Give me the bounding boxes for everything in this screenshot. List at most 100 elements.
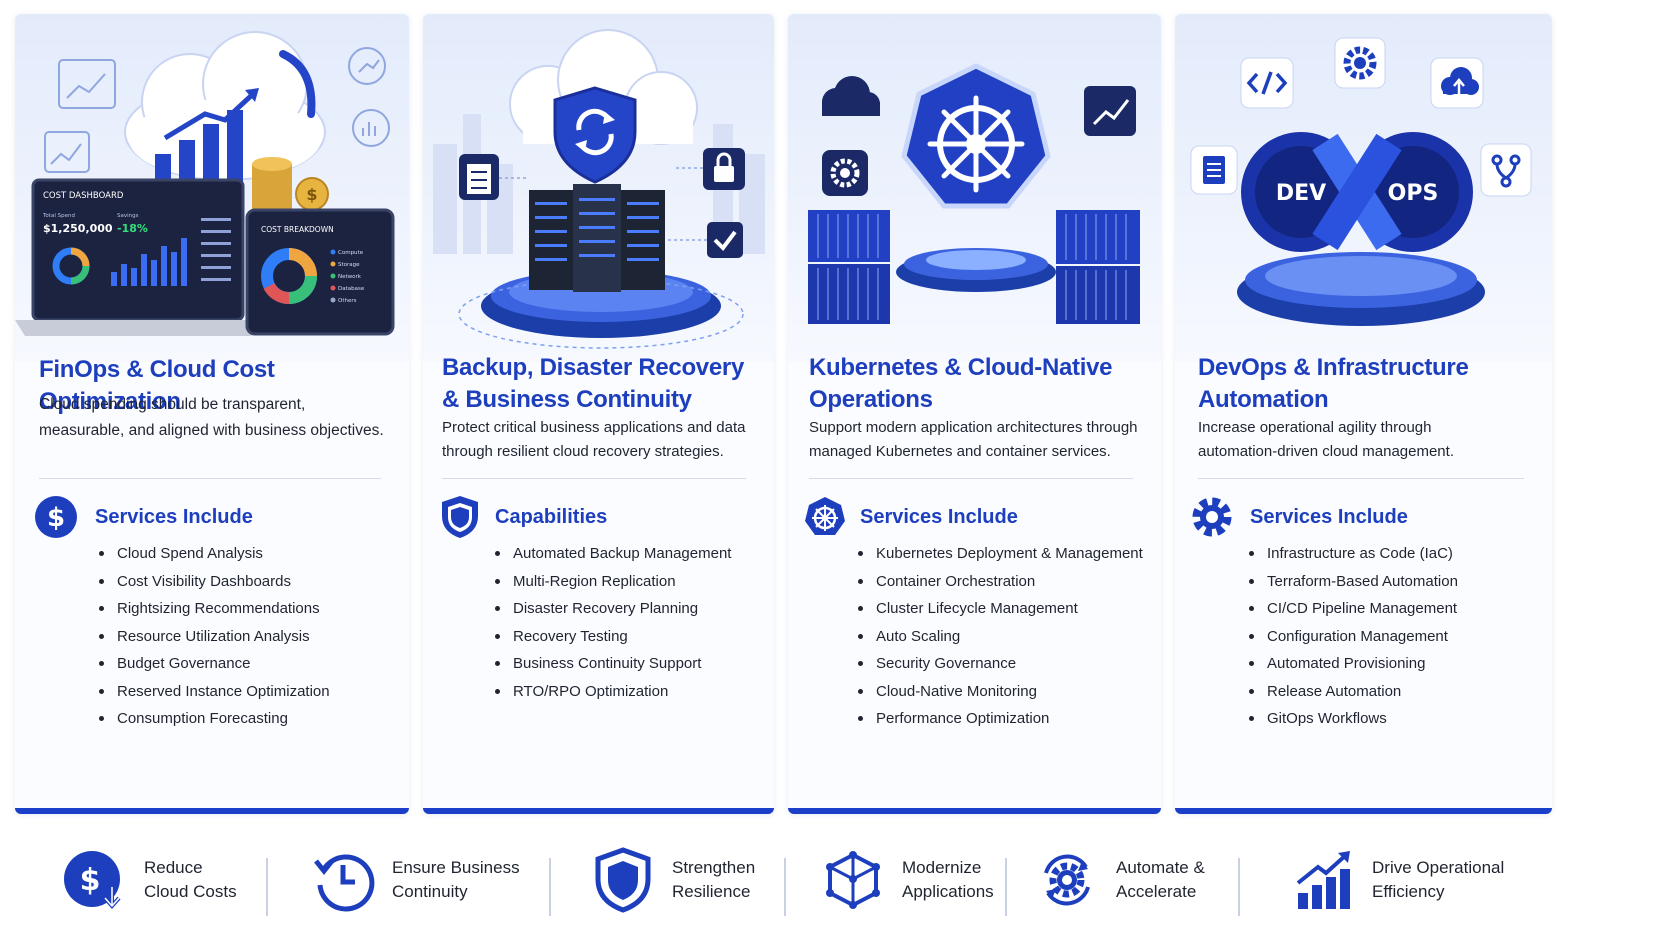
divider xyxy=(809,478,1133,479)
separator xyxy=(266,858,268,916)
benefit-line-1: Ensure Business xyxy=(392,858,520,877)
list-item: Cost Visibility Dashboards xyxy=(95,568,399,596)
svg-text:Storage: Storage xyxy=(338,262,360,268)
card-description: Protect critical business applications a… xyxy=(442,419,746,460)
separator xyxy=(784,858,786,916)
code-icon xyxy=(1240,57,1294,109)
cloud-icon xyxy=(822,76,880,116)
accent-bar xyxy=(423,808,774,814)
growth-chart-icon xyxy=(1288,845,1358,915)
list-item: Budget Governance xyxy=(95,650,399,678)
kubernetes-wheel-icon xyxy=(802,494,848,540)
divider xyxy=(1198,478,1524,479)
benefit-line-1: Automate & xyxy=(1116,858,1205,877)
dev-label: DEV xyxy=(1276,181,1326,206)
list-item: RTO/RPO Optimization xyxy=(491,678,764,706)
divider xyxy=(39,478,381,479)
clipboard-icon xyxy=(459,154,499,200)
benefit-line-2: Resilience xyxy=(672,882,751,901)
list-item: Resource Utilization Analysis xyxy=(95,623,399,651)
svg-text:Network: Network xyxy=(338,274,362,280)
container-stack-right xyxy=(1056,210,1140,324)
gear-icon xyxy=(822,150,868,196)
card-finops: $ $ COST DASHBOARD Total Spend $1,250,00… xyxy=(15,14,409,814)
list-item: Automated Backup Management xyxy=(491,540,764,568)
card-kubernetes: Kubernetes & Cloud-Native Operations Sup… xyxy=(788,14,1161,814)
shield-icon xyxy=(437,494,483,540)
laptop-dashboard: COST DASHBOARD Total Spend $1,250,000 Sa… xyxy=(15,178,261,336)
backup-illustration xyxy=(423,14,774,362)
card-title: Backup, Disaster Recovery & Business Con… xyxy=(442,354,744,413)
sync-shield-icon xyxy=(553,86,637,184)
growth-bars-icon xyxy=(155,88,259,184)
benefit-line-1: Drive Operational xyxy=(1372,858,1505,877)
card-backup-dr: Backup, Disaster Recovery & Business Con… xyxy=(423,14,774,814)
devops-illustration: DEV OPS xyxy=(1175,14,1552,362)
infinity-loop-icon: DEV OPS xyxy=(1241,132,1473,252)
analytics-screen-icon xyxy=(1084,86,1136,136)
accent-bar xyxy=(1175,808,1552,814)
list-item: Automated Provisioning xyxy=(1245,650,1542,678)
benefit-line-2: Efficiency xyxy=(1372,882,1445,901)
benefit-line-2: Continuity xyxy=(392,882,468,901)
list-item: Business Continuity Support xyxy=(491,650,764,678)
tablet-cost-breakdown: COST BREAKDOWN Compute Storage Network D… xyxy=(245,208,395,336)
list-item: CI/CD Pipeline Management xyxy=(1245,595,1542,623)
svg-text:$: $ xyxy=(306,185,317,204)
list-item: Recovery Testing xyxy=(491,623,764,651)
separator xyxy=(549,858,551,916)
svg-text:Database: Database xyxy=(338,286,365,292)
list-item: Cluster Lifecycle Management xyxy=(854,595,1151,623)
dashboard-title: COST DASHBOARD xyxy=(43,191,124,201)
list-item: Security Governance xyxy=(854,650,1151,678)
list-item: Rightsizing Recommendations xyxy=(95,595,399,623)
cube-network-icon xyxy=(818,845,888,915)
git-branch-icon xyxy=(1480,143,1532,197)
kubernetes-illustration xyxy=(788,14,1161,362)
shield-icon xyxy=(588,845,658,915)
list-item: Container Orchestration xyxy=(854,568,1151,596)
list-item: Auto Scaling xyxy=(854,623,1151,651)
card-description: Support modern application architectures… xyxy=(809,419,1138,460)
divider xyxy=(442,478,746,479)
list-item: Reserved Instance Optimization xyxy=(95,678,399,706)
finops-illustration: $ $ COST DASHBOARD Total Spend $1,250,00… xyxy=(15,14,409,362)
benefit-line-1: Modernize xyxy=(902,858,982,877)
kubernetes-wheel-icon xyxy=(901,63,1051,209)
gear-icon xyxy=(1334,37,1386,89)
check-icon xyxy=(707,222,743,258)
list-item: Configuration Management xyxy=(1245,623,1542,651)
clock-restore-icon xyxy=(308,845,378,915)
platform-ring xyxy=(896,248,1056,292)
cloud-upload-icon xyxy=(1430,57,1484,109)
ops-label: OPS xyxy=(1388,181,1439,206)
lock-icon xyxy=(703,148,745,190)
svg-text:Compute: Compute xyxy=(338,250,364,256)
card-title: Kubernetes & Cloud-Native Operations xyxy=(809,354,1113,413)
list-item: Performance Optimization xyxy=(854,705,1151,733)
document-icon xyxy=(1190,145,1238,195)
benefit-line-1: Reduce xyxy=(144,858,203,877)
list-item: Infrastructure as Code (IaC) xyxy=(1245,540,1542,568)
card-description: Cloud spending should be transparent, me… xyxy=(39,396,384,439)
separator xyxy=(1005,858,1007,916)
chart-badge-icons xyxy=(44,47,390,173)
list-item: Release Automation xyxy=(1245,678,1542,706)
service-list: Automated Backup Management Multi-Region… xyxy=(491,540,764,705)
change-value: -18% xyxy=(117,222,148,235)
accent-bar xyxy=(15,808,409,814)
card-description: Increase operational agility through aut… xyxy=(1198,419,1454,460)
container-stack-left xyxy=(808,210,890,324)
list-item: Cloud Spend Analysis xyxy=(95,540,399,568)
platform-ring xyxy=(1237,252,1485,326)
finops-artwork: $ $ COST DASHBOARD Total Spend $1,250,00… xyxy=(15,31,395,336)
breakdown-title: COST BREAKDOWN xyxy=(261,225,334,234)
benefit-line-2: Applications xyxy=(902,882,994,901)
list-item: Multi-Region Replication xyxy=(491,568,764,596)
kubernetes-artwork xyxy=(808,63,1140,324)
dollar-down-icon: $ xyxy=(60,845,130,915)
accent-bar xyxy=(788,808,1161,814)
